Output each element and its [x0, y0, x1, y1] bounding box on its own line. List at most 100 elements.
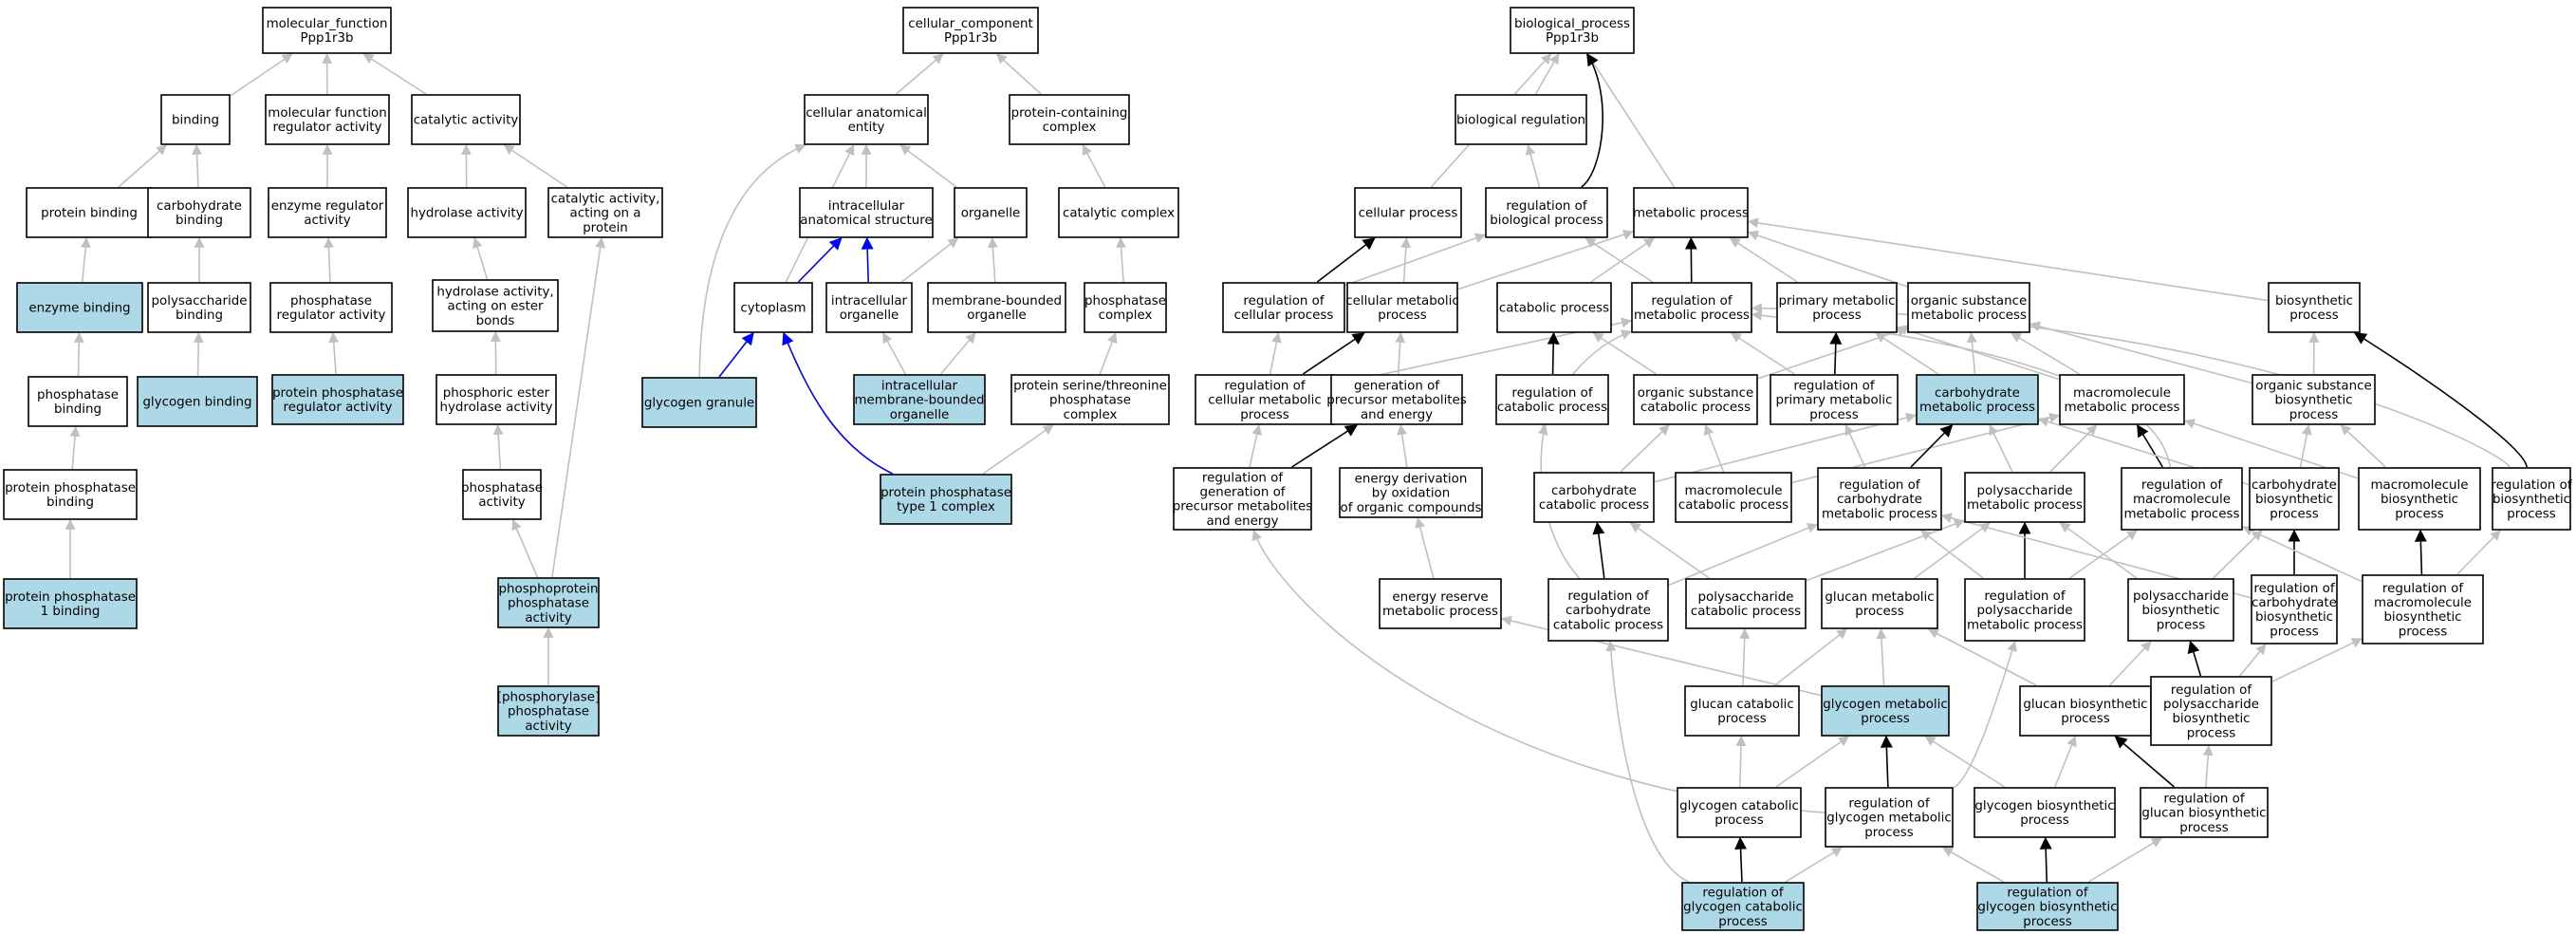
go-term-node-bio-reg[interactable]: biological regulation — [1455, 94, 1587, 145]
node-label-line: primary metabolic — [1776, 394, 1893, 408]
edge-is-a — [1415, 516, 1435, 579]
go-term-node-protein-binding[interactable]: protein binding — [26, 187, 153, 238]
go-term-node-glycogen-granule[interactable]: glycogen granule — [641, 377, 757, 428]
edge-path — [1875, 332, 1939, 375]
go-term-node-cell-proc[interactable]: cellular process — [1354, 187, 1462, 238]
go-term-node-cytoplasm[interactable]: cytoplasm — [733, 282, 813, 333]
go-term-node-cat-complex[interactable]: catalytic complex — [1058, 187, 1179, 238]
go-term-node-organelle[interactable]: organelle — [954, 187, 1028, 238]
edge-path — [1592, 521, 1605, 579]
go-term-node-reg-polysac-biosyn[interactable]: regulation ofpolysaccharidebiosyntheticp… — [2150, 676, 2272, 746]
go-term-node-met-proc[interactable]: metabolic process — [1633, 187, 1749, 238]
go-term-node-binding[interactable]: binding — [160, 94, 231, 145]
go-term-node-glycogen-binding[interactable]: glycogen binding — [137, 376, 258, 427]
node-label-line: activity — [525, 611, 571, 626]
go-term-node-reg-carb-biosyn[interactable]: regulation ofcarbohydratebiosyntheticpro… — [2251, 574, 2338, 644]
go-term-node-ser-thr-complex[interactable]: protein serine/threoninephosphatasecompl… — [1010, 374, 1170, 425]
edge-path — [718, 331, 754, 378]
node-label-line: carbohydrate — [1551, 484, 1637, 498]
go-term-node-catab[interactable]: catabolic process — [1496, 282, 1612, 333]
node-label-line: intracellular — [831, 294, 908, 308]
edge-is-a — [1784, 847, 1843, 883]
go-term-node-catalytic[interactable]: catalytic activity — [411, 94, 521, 145]
node-label-line: process — [1718, 915, 1767, 929]
go-term-node-hydrolase[interactable]: hydrolase activity — [407, 187, 527, 238]
go-term-node-enzyme-binding[interactable]: enzyme binding — [16, 282, 143, 333]
node-box — [1496, 282, 1612, 333]
node-label-line: macromolecule — [2133, 493, 2231, 507]
go-term-node-reg-macro-biosyn[interactable]: regulation ofmacromoleculebiosyntheticpr… — [2362, 574, 2484, 644]
edge-path — [69, 425, 81, 470]
node-label-line: cellular anatomical — [806, 106, 927, 121]
node-box — [1770, 374, 1899, 425]
node-label-line: process — [1717, 712, 1766, 726]
